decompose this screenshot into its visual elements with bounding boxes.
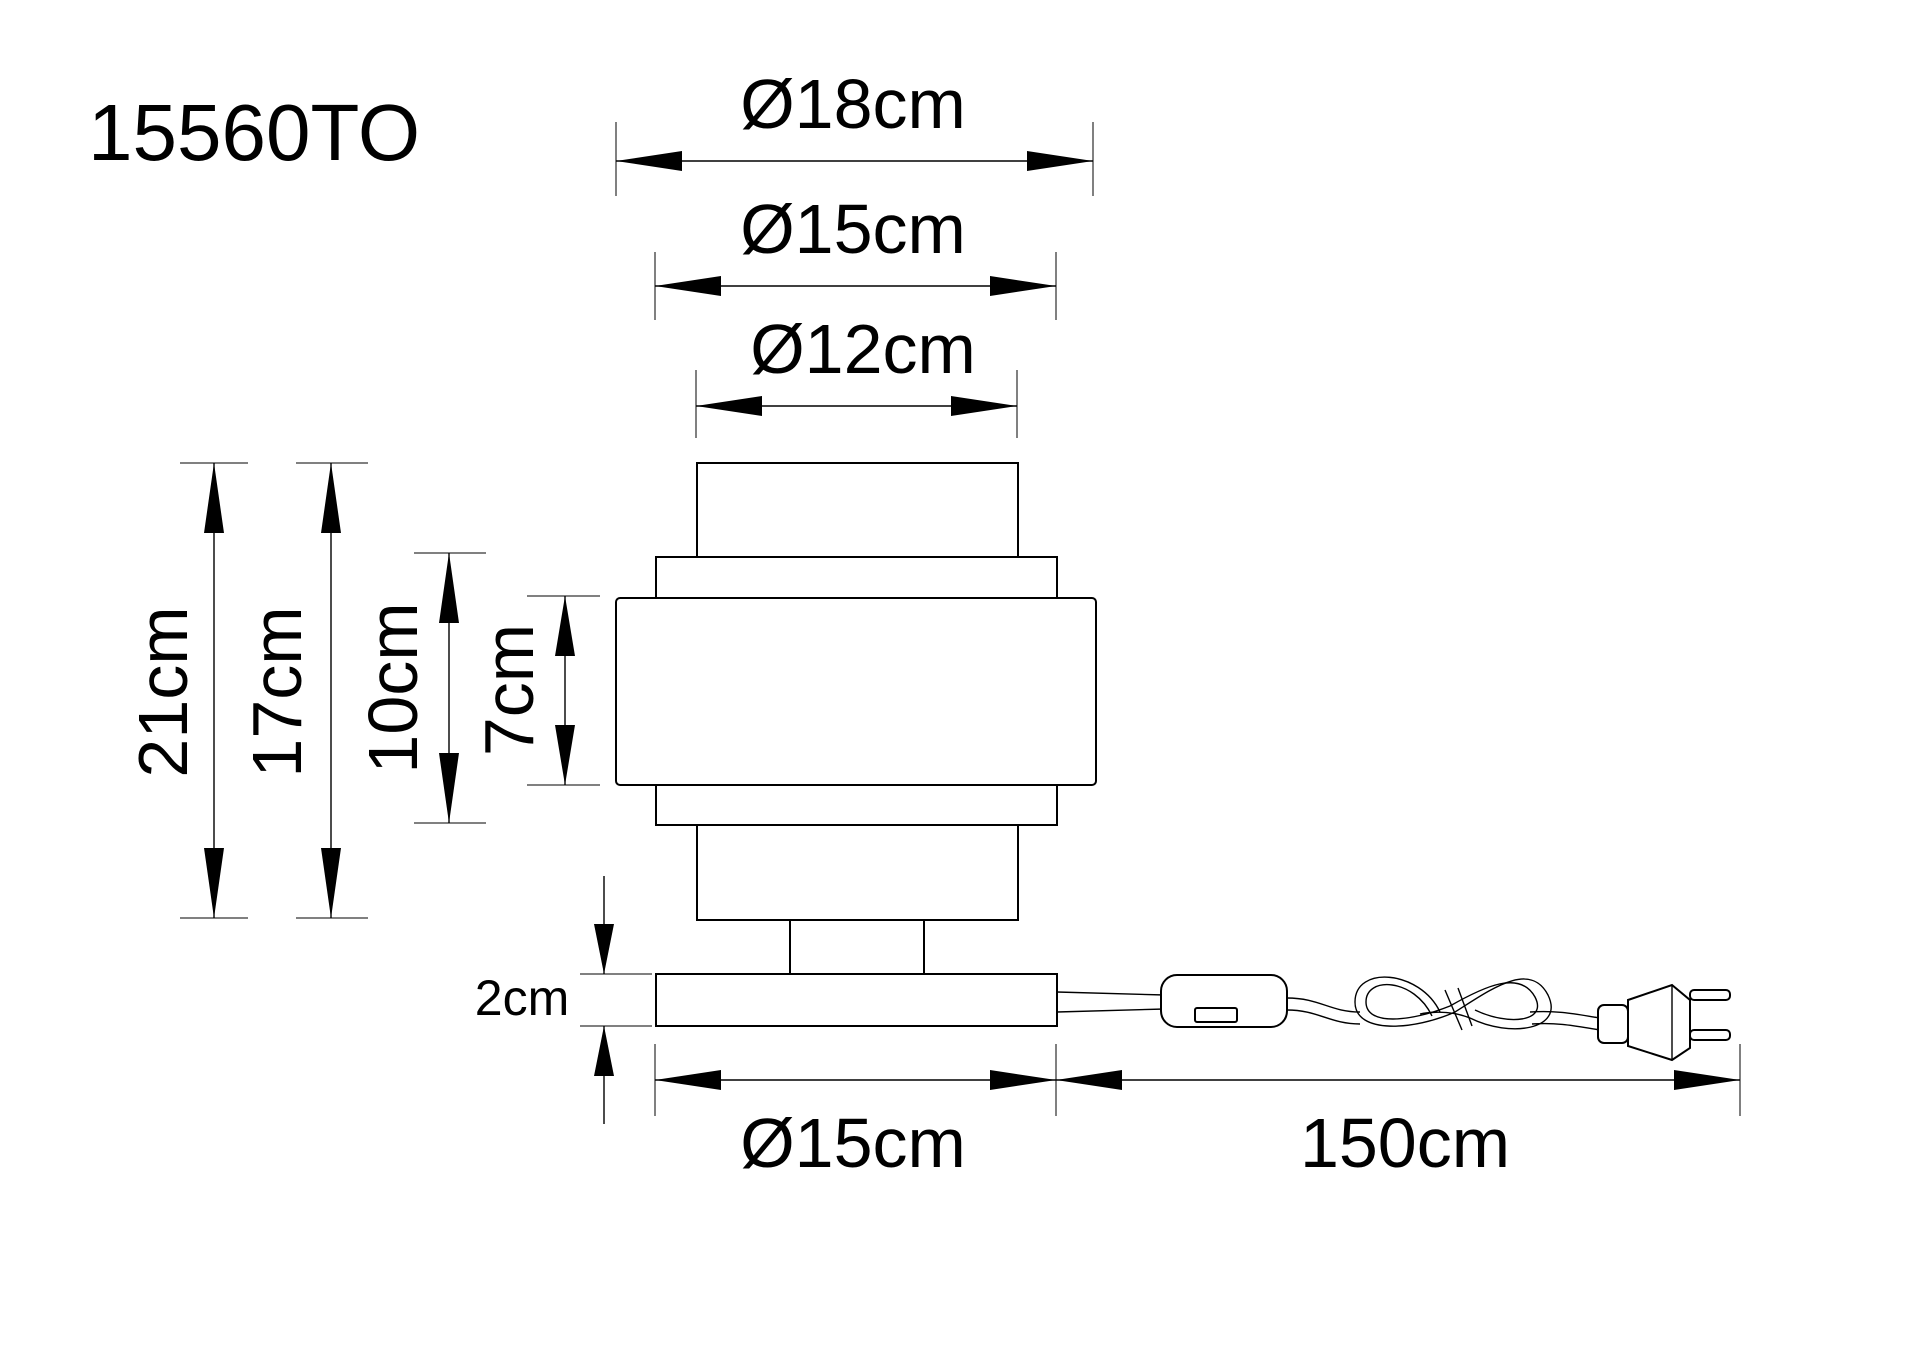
dimension-height-middle-tier: 10cm [354,552,486,824]
arrow-right-icon [990,276,1056,296]
shade-bottom-tier [696,824,1019,921]
arrow-down-icon [594,924,614,974]
model-code: 15560TO [88,88,420,177]
arrow-down-icon [321,848,341,918]
switch-toggle-icon [1194,1007,1238,1023]
dimension-cable-length: 150cm [1056,1044,1741,1182]
dimension-height-outer-tier: 7cm [470,595,600,786]
shade-top-tier [696,462,1019,562]
power-cord [1056,974,1731,1062]
arrow-left-icon [616,151,682,171]
arrow-left-icon [655,276,721,296]
label-base-diameter: Ø15cm [740,1104,966,1182]
label-top-diameter-outer: Ø18cm [740,65,966,143]
plug-grip [1597,1004,1629,1044]
dimension-base-height: 2cm [475,876,652,1124]
inline-switch [1160,974,1288,1028]
dimension-height-shade: 17cm [238,462,368,919]
arrow-left-icon [655,1070,721,1090]
label-cable-length: 150cm [1300,1104,1510,1182]
dimension-top-outer: Ø18cm [615,65,1094,196]
arrow-right-icon [1674,1070,1740,1090]
lamp-shade [615,462,1097,921]
arrow-up-icon [204,463,224,533]
arrow-up-icon [594,1026,614,1076]
arrow-right-icon [951,396,1017,416]
arrow-left-icon [1056,1070,1122,1090]
label-height-middle-tier: 10cm [354,602,432,773]
dimension-height-total: 21cm [124,462,248,919]
lamp-neck [789,919,925,975]
dimension-top-middle: Ø15cm [654,190,1057,320]
label-base-height: 2cm [475,970,569,1026]
label-top-diameter-inner: Ø12cm [750,310,976,388]
arrow-right-icon [1027,151,1093,171]
plug-pin-top-icon [1689,989,1731,1001]
plug-pin-bottom-icon [1689,1029,1731,1041]
arrow-up-icon [321,463,341,533]
arrow-up-icon [439,553,459,623]
label-height-outer-tier: 7cm [470,624,548,756]
dimension-base-diameter: Ø15cm [654,1044,1057,1182]
lamp-base [655,973,1058,1027]
label-height-shade: 17cm [238,606,316,777]
arrow-down-icon [555,725,575,785]
plug-body [1627,983,1691,1062]
arrow-down-icon [439,753,459,823]
shade-outer-tier [615,597,1097,786]
dimension-top-inner: Ø12cm [695,310,1018,438]
arrow-left-icon [696,396,762,416]
arrow-up-icon [555,596,575,656]
label-top-diameter-middle: Ø15cm [740,190,966,268]
arrow-right-icon [990,1070,1056,1090]
label-height-total: 21cm [124,606,202,777]
arrow-down-icon [204,848,224,918]
